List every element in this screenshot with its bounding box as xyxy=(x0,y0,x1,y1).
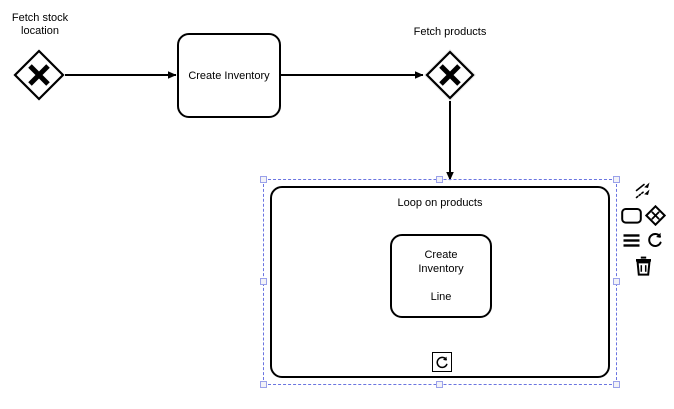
toolbar-create-task-button[interactable] xyxy=(620,205,642,227)
task-rectangle-icon xyxy=(620,207,642,224)
gateway-fetch-products-label: Fetch products xyxy=(413,26,487,38)
trash-icon xyxy=(635,256,651,276)
task-create-inventory-line-label: Create Inventory Line xyxy=(392,248,490,304)
toolbar-create-gateway-button[interactable] xyxy=(644,205,666,227)
resize-handle-middle-left[interactable] xyxy=(260,278,267,285)
gateway-diamond-icon xyxy=(644,205,666,226)
resize-handle-top-center[interactable] xyxy=(436,176,443,183)
connect-arrow-icon xyxy=(635,182,649,199)
loop-arrow-icon xyxy=(435,356,448,368)
toolbar-more-options-button[interactable] xyxy=(620,230,642,252)
context-toolbar[interactable] xyxy=(620,178,666,278)
subprocess-loop-on-products[interactable]: Loop on products Create Inventory Line xyxy=(270,186,610,378)
toolbar-loop-button[interactable] xyxy=(644,230,666,252)
gateway-fetch-products[interactable] xyxy=(424,49,476,101)
resize-handle-top-right[interactable] xyxy=(613,176,620,183)
loop-marker xyxy=(432,352,452,372)
toolbar-delete-button[interactable] xyxy=(632,255,654,277)
exclusive-gateway-x-icon xyxy=(439,64,461,86)
resize-handle-top-left[interactable] xyxy=(260,176,267,183)
task-create-inventory[interactable]: Create Inventory xyxy=(177,33,281,118)
gateway-fetch-stock-location[interactable] xyxy=(13,49,65,101)
resize-handle-bottom-center[interactable] xyxy=(436,381,443,388)
exclusive-gateway-x-icon xyxy=(28,64,50,86)
gateway-fetch-stock-location-label: Fetch stock location xyxy=(11,12,69,37)
subprocess-loop-on-products-label: Loop on products xyxy=(397,197,483,209)
resize-handle-middle-right[interactable] xyxy=(613,278,620,285)
resize-handle-bottom-right[interactable] xyxy=(613,381,620,388)
task-create-inventory-line[interactable]: Create Inventory Line xyxy=(390,234,492,318)
task-create-inventory-label: Create Inventory xyxy=(188,69,270,82)
list-menu-icon xyxy=(623,234,639,247)
task-line-1: Create Inventory xyxy=(418,249,464,275)
resize-handle-bottom-left[interactable] xyxy=(260,381,267,388)
loop-arrow-icon xyxy=(647,232,662,247)
task-line-2: Line xyxy=(430,291,452,303)
toolbar-connect-button[interactable] xyxy=(632,180,654,202)
